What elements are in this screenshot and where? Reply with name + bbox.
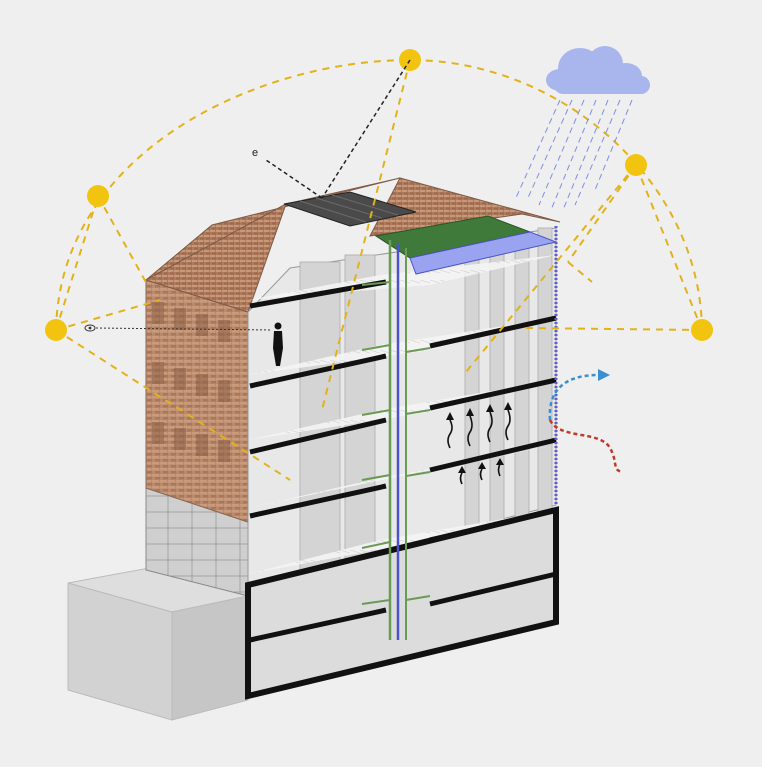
service-pipes	[361, 240, 431, 640]
heat-arrows	[447, 409, 511, 485]
section-interior	[247, 227, 557, 586]
sun-rays	[55, 59, 703, 481]
arrow-out-icon	[598, 369, 610, 381]
energy-arrow	[265, 59, 411, 199]
brick-facade	[145, 279, 249, 523]
annex-block	[67, 565, 250, 721]
sun-icon	[45, 49, 713, 341]
air-flow	[548, 373, 623, 474]
cloud-icon	[546, 46, 650, 94]
basement	[245, 506, 559, 700]
sun-path	[55, 58, 703, 331]
pitched-roof	[144, 177, 561, 313]
heat-arrowheads	[446, 402, 512, 473]
person-silhouette-icon	[273, 322, 283, 366]
rain	[514, 99, 633, 211]
eye-icon	[84, 324, 96, 332]
view-line	[95, 327, 273, 331]
energy-label: e	[252, 147, 258, 159]
